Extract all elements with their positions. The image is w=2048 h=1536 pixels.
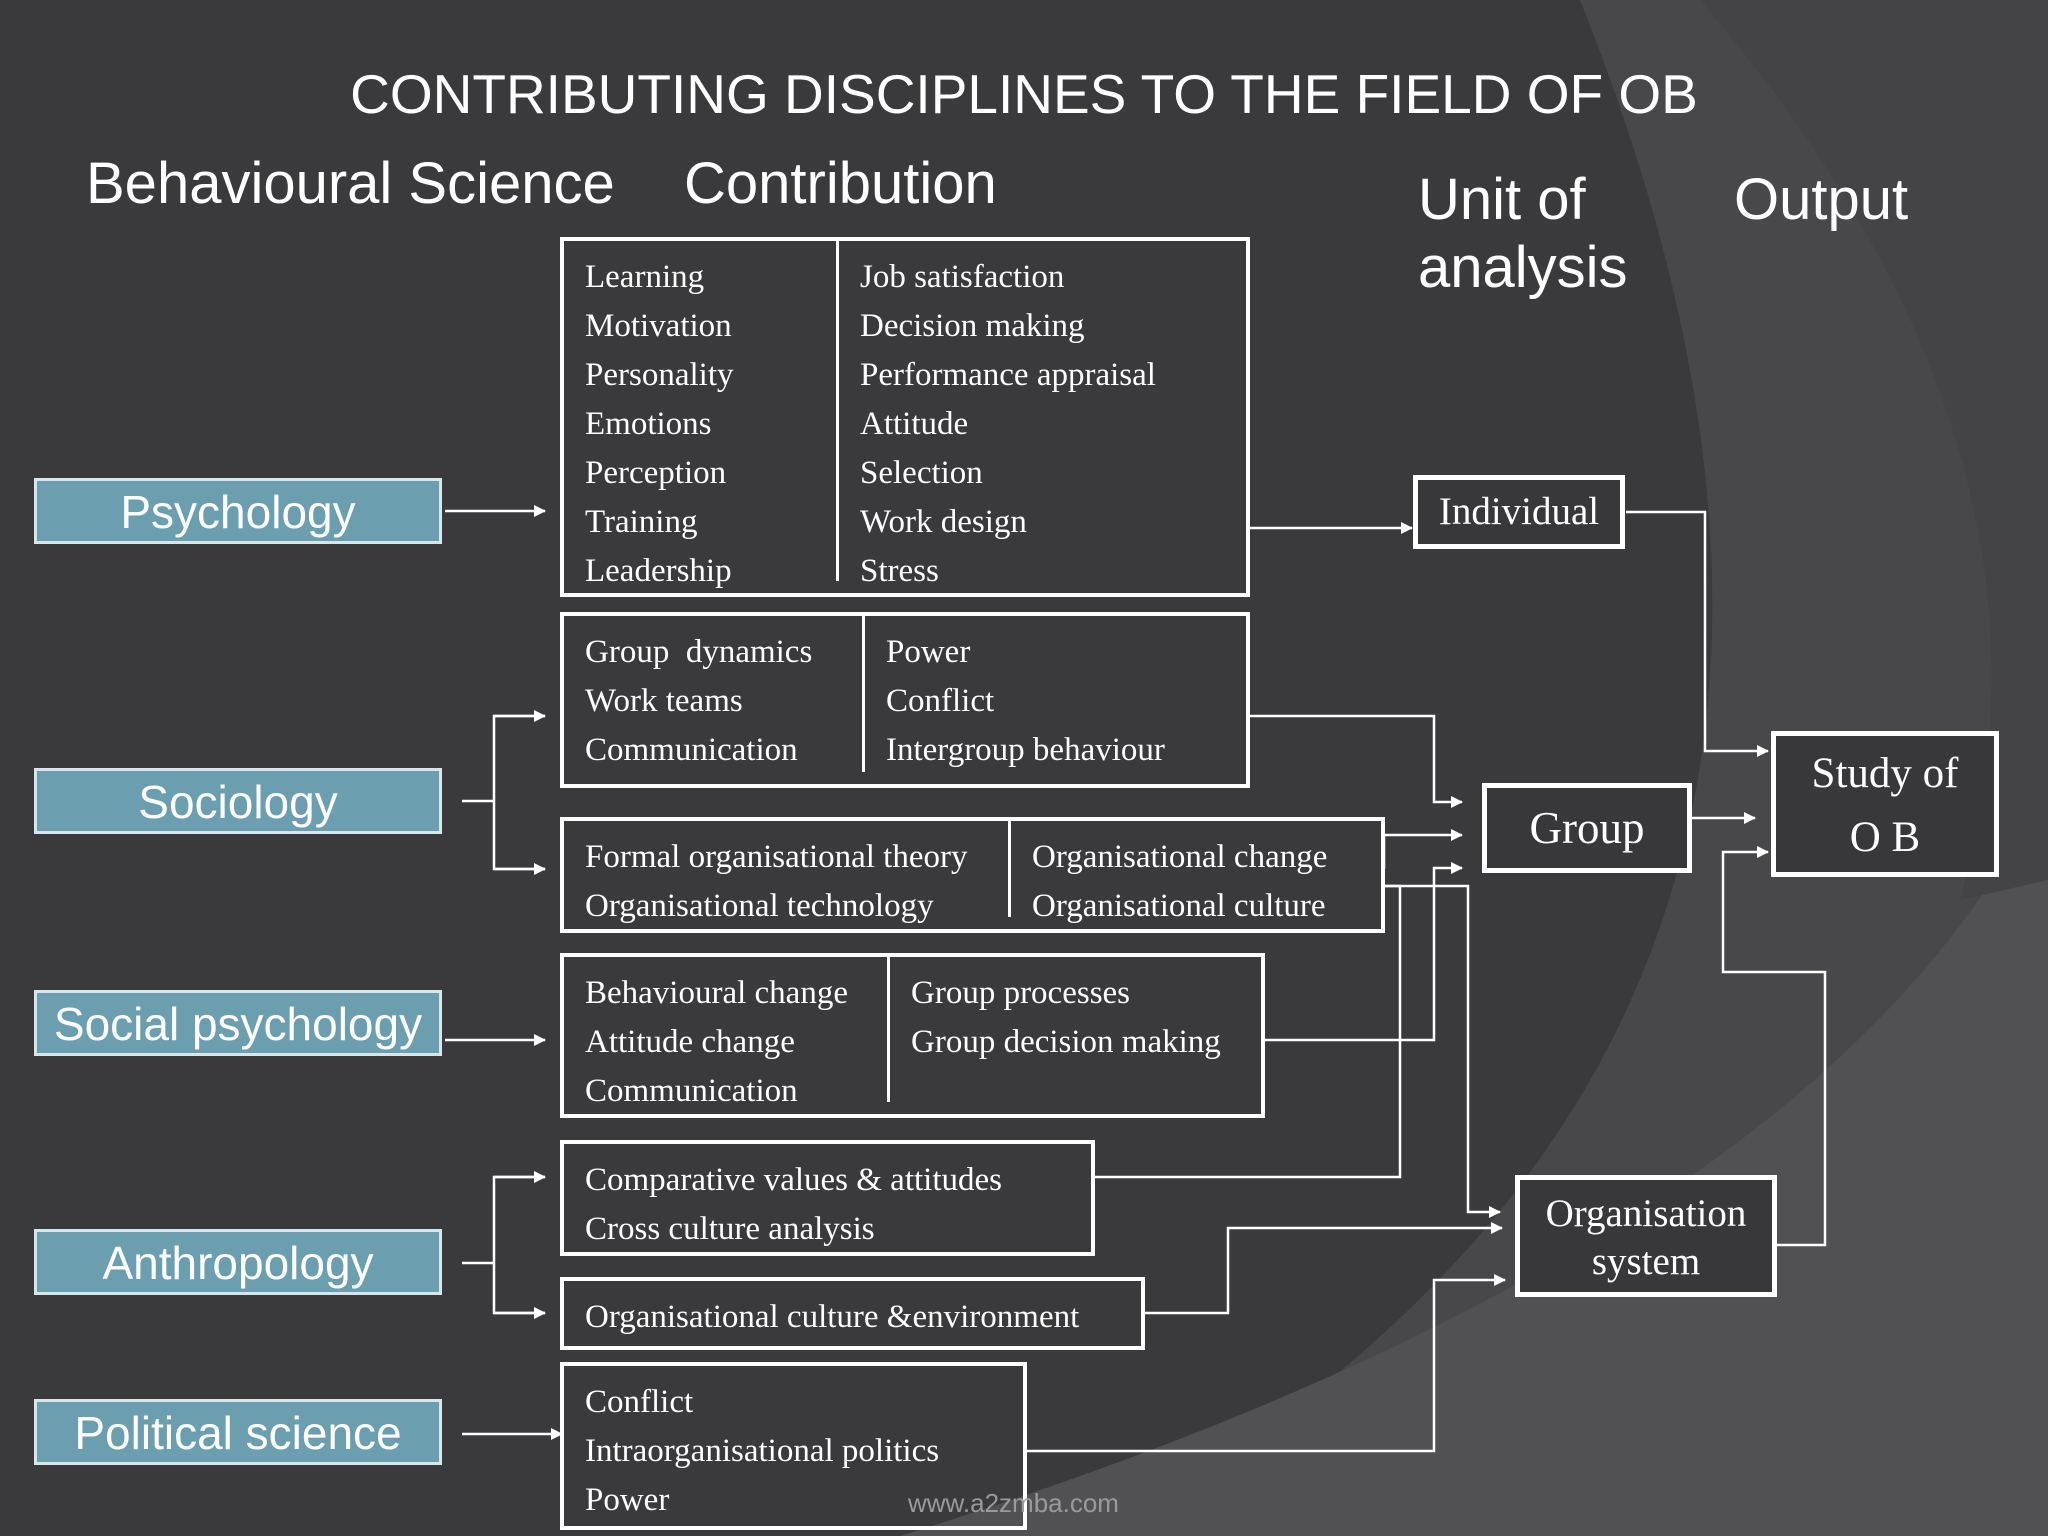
header-unit-line1: Unit of <box>1418 167 1586 232</box>
page-title: CONTRIBUTING DISCIPLINES TO THE FIELD OF… <box>350 63 1698 125</box>
contribution-column-right: Organisational change Organisational cul… <box>1008 821 1383 924</box>
output-study-of-ob: Study of O B <box>1771 731 1999 877</box>
contribution-column: Organisational culture &environment <box>564 1293 1144 1342</box>
contribution-item: Stress <box>860 553 939 589</box>
header-output: Output <box>1734 167 1909 232</box>
contribution-item: Communication <box>585 732 798 768</box>
contribution-item: Job satisfaction <box>860 259 1065 295</box>
contribution-item: Power <box>585 1482 670 1518</box>
unit-org-line1: Organisation <box>1545 1192 1747 1235</box>
arrow-sociology <box>462 714 545 871</box>
contribution-box-anthropology-culture: Organisational culture &environment <box>560 1277 1145 1350</box>
contribution-item: Group decision making <box>911 1024 1221 1060</box>
contribution-item: Group processes <box>911 975 1131 1011</box>
arrow-anthropology <box>462 1175 545 1315</box>
contribution-box-political-science: Conflict Intraorganisational politics Po… <box>560 1362 1027 1530</box>
contribution-item: Comparative values & attitudes <box>585 1162 1002 1198</box>
contribution-item: Work teams <box>585 683 743 719</box>
unit-group: Group <box>1482 783 1692 873</box>
contribution-item: Attitude <box>860 406 969 442</box>
contribution-column: Comparative values & attitudes Cross cul… <box>564 1156 1094 1254</box>
contribution-item: Personality <box>585 357 734 393</box>
contribution-column-right: Job satisfaction Decision making Perform… <box>836 241 1246 589</box>
discipline-social-psychology: Social psychology <box>34 990 442 1056</box>
contribution-column-right: Group processes Group decision making <box>887 957 1262 1102</box>
contribution-item: Organisational technology <box>585 888 934 924</box>
contribution-column-right: Power Conflict Intergroup behaviour <box>862 616 1247 772</box>
contribution-item: Cross culture analysis <box>585 1211 875 1247</box>
contribution-item: Emotions <box>585 406 712 442</box>
header-unit-line2: analysis <box>1418 235 1628 300</box>
watermark: www.a2zmba.com <box>908 1488 1119 1518</box>
output-line2: O B <box>1849 814 1921 861</box>
contribution-box-anthropology-values: Comparative values & attitudes Cross cul… <box>560 1140 1095 1256</box>
contribution-item: Performance appraisal <box>860 357 1156 393</box>
contribution-item: Behavioural change <box>585 975 848 1011</box>
contribution-box-sociology-organisation: Formal organisational theory Organisatio… <box>560 817 1385 933</box>
contribution-item: Motivation <box>585 308 732 344</box>
contribution-item: Organisational culture <box>1032 888 1326 924</box>
unit-org-line2: system <box>1591 1240 1701 1283</box>
header-contribution: Contribution <box>684 151 997 216</box>
contribution-column-left: Behavioural change Attitude change Commu… <box>564 969 889 1116</box>
discipline-anthropology: Anthropology <box>34 1229 442 1295</box>
contribution-item: Leadership <box>585 553 732 589</box>
output-line1: Study of <box>1811 750 1959 797</box>
header-behavioural-science: Behavioural Science <box>86 151 615 216</box>
contribution-item: Perception <box>585 455 727 491</box>
contribution-item: Intergroup behaviour <box>886 732 1165 768</box>
contribution-item: Intraorganisational politics <box>585 1433 940 1469</box>
contribution-item: Organisational change <box>1032 839 1328 875</box>
contribution-box-psychology: Learning Motivation Personality Emotions… <box>560 237 1250 597</box>
contribution-column-left: Formal organisational theory Organisatio… <box>564 833 1012 931</box>
contribution-item: Group dynamics <box>585 634 813 670</box>
contribution-box-sociology-group: Group dynamics Work teams Communication … <box>560 612 1250 788</box>
discipline-sociology: Sociology <box>34 768 442 834</box>
unit-individual: Individual <box>1413 475 1625 549</box>
contribution-item: Attitude change <box>585 1024 795 1060</box>
contribution-column-left: Group dynamics Work teams Communication <box>564 628 864 775</box>
contribution-item: Power <box>886 634 971 670</box>
contribution-item: Learning <box>585 259 705 295</box>
contribution-item: Work design <box>860 504 1027 540</box>
contribution-item: Decision making <box>860 308 1085 344</box>
contribution-column: Conflict Intraorganisational politics Po… <box>564 1378 1024 1525</box>
header-unit-of-analysis: Unit of analysis <box>1418 166 1628 302</box>
discipline-psychology: Psychology <box>34 478 442 544</box>
contribution-item: Selection <box>860 455 983 491</box>
contribution-item: Conflict <box>886 683 995 719</box>
contribution-item: Communication <box>585 1073 798 1109</box>
contribution-item: Organisational culture &environment <box>585 1299 1080 1335</box>
discipline-political-science: Political science <box>34 1399 442 1465</box>
contribution-box-social-psychology: Behavioural change Attitude change Commu… <box>560 953 1265 1118</box>
unit-organisation-system: Organisation system <box>1515 1175 1777 1297</box>
contribution-item: Conflict <box>585 1384 694 1420</box>
contribution-item: Training <box>585 504 698 540</box>
contribution-column-left: Learning Motivation Personality Emotions… <box>564 253 839 596</box>
contribution-item: Formal organisational theory <box>585 839 968 875</box>
